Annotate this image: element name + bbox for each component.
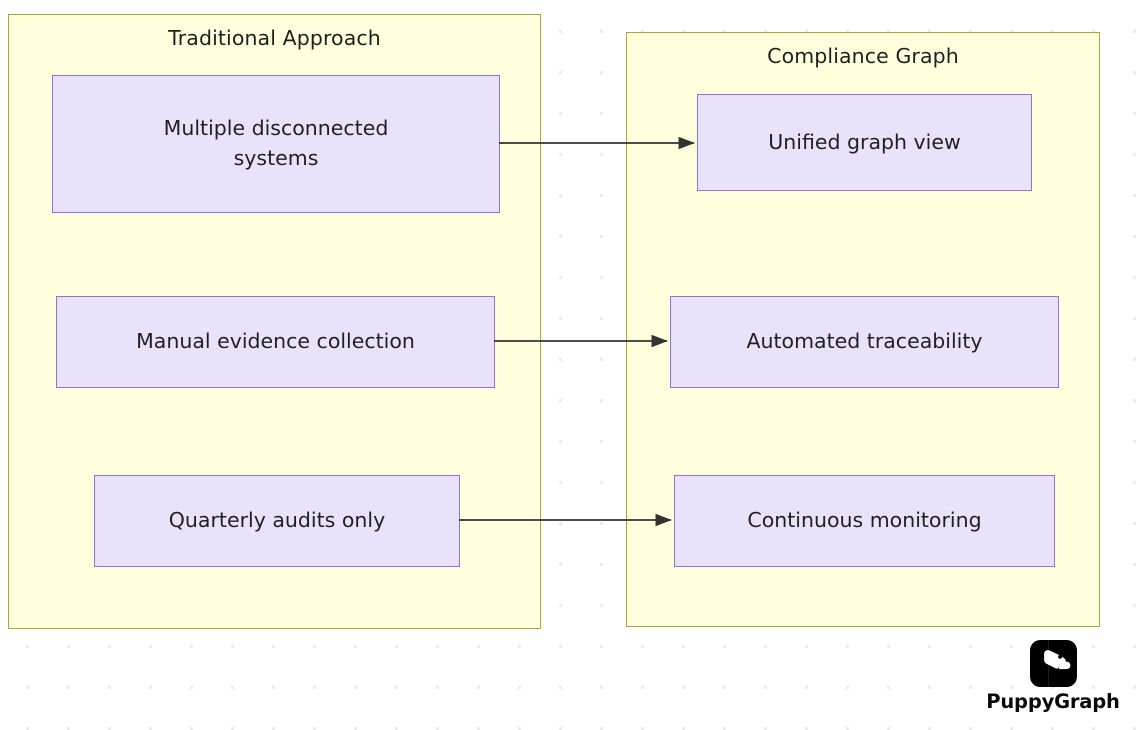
node-label: Continuous monitoring xyxy=(747,508,982,533)
node-label: Automated traceability xyxy=(746,329,983,354)
node-label: Quarterly audits only xyxy=(168,508,386,533)
node-label: Multiple disconnected systems xyxy=(163,116,389,170)
node-continuous-monitoring[interactable]: Continuous monitoring xyxy=(674,475,1055,567)
subgraph-compliance-graph: Compliance Graph Unified graph view Auto… xyxy=(626,32,1100,627)
subgraph-title-traditional: Traditional Approach xyxy=(168,26,381,50)
node-unified-graph-view[interactable]: Unified graph view xyxy=(697,94,1032,191)
puppygraph-logo: PuppyGraph xyxy=(980,640,1126,726)
dog-head-icon xyxy=(1029,640,1077,687)
node-manual-evidence-collection[interactable]: Manual evidence collection xyxy=(56,296,495,388)
subgraph-title-compliance: Compliance Graph xyxy=(767,44,959,68)
node-multiple-disconnected-systems[interactable]: Multiple disconnected systems xyxy=(52,75,500,213)
subgraph-traditional-approach: Traditional Approach Multiple disconnect… xyxy=(8,14,541,629)
node-quarterly-audits-only[interactable]: Quarterly audits only xyxy=(94,475,460,567)
puppygraph-wordmark: PuppyGraph xyxy=(986,690,1120,713)
node-label: Unified graph view xyxy=(768,129,961,154)
node-automated-traceability[interactable]: Automated traceability xyxy=(670,296,1059,388)
node-label: Manual evidence collection xyxy=(136,329,415,354)
